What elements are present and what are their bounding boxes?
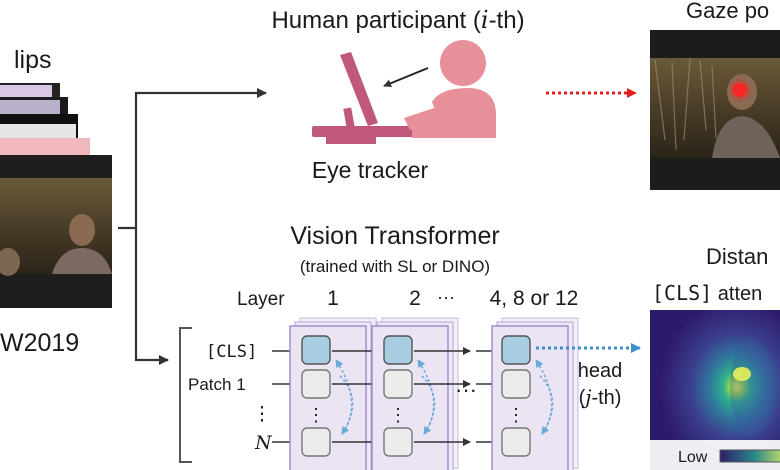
- arrow-to-participant: [118, 88, 267, 230]
- vit-title: Vision Transformer: [290, 222, 499, 250]
- clip-frame: [0, 85, 52, 99]
- patch-token-box: [383, 427, 413, 457]
- token-n-label: N: [254, 432, 273, 454]
- layer-2-block: ⋮: [371, 317, 459, 470]
- patch-token-box: [301, 427, 331, 457]
- token-cls-label: [CLS]: [206, 342, 257, 362]
- token-vdots: ⋮: [389, 405, 407, 425]
- participant-title: Human participant (i-th): [271, 6, 524, 34]
- clip-person-left: [0, 248, 20, 276]
- monitor-icon: [340, 52, 378, 129]
- input-bracket: [179, 327, 192, 463]
- cls-token-box: [501, 335, 531, 365]
- gaze-panel-title: Gaze po: [686, 0, 769, 23]
- legend-low-label: Low: [678, 449, 708, 466]
- grass-strokes: [654, 57, 717, 151]
- token-vdots-label: ⋮: [253, 404, 272, 425]
- mid-dots: ···: [455, 377, 477, 402]
- clips-title: lips: [14, 46, 52, 74]
- head-label: head: [578, 360, 623, 382]
- attention-panel-title: [CLS] atten: [652, 281, 762, 305]
- cls-token-box: [383, 335, 413, 365]
- gaze-boy-body: [712, 116, 780, 158]
- dataset-label: W2019: [0, 329, 79, 357]
- layer-1-block: ⋮: [289, 317, 377, 470]
- attention-arc: [335, 359, 353, 435]
- heatmap-peak: [733, 367, 751, 381]
- gaze-arrow: [383, 67, 429, 88]
- branch-arrows: [118, 88, 267, 365]
- token-patch1-label: Patch 1: [188, 375, 246, 394]
- vit-section: Vision Transformer (trained with SL or D…: [179, 222, 641, 470]
- layer-last-block: ⋮: [491, 317, 579, 470]
- legend-colorbar: [719, 449, 780, 463]
- token-vdots: ⋮: [507, 405, 525, 425]
- vit-subtitle: (trained with SL or DINO): [300, 257, 490, 276]
- layer-2-label: 2: [409, 287, 421, 310]
- patch-token-box: [301, 369, 331, 399]
- clip-boy-body: [52, 248, 112, 274]
- layer-axis-label: Layer: [237, 289, 285, 310]
- heatmap-blob: [730, 338, 774, 438]
- clip-frame: [0, 138, 90, 158]
- patch-token-box: [501, 427, 531, 457]
- patch-token-box: [383, 369, 413, 399]
- attention-panel: [CLS] atten Low: [650, 281, 780, 470]
- arrow-to-vit: [134, 228, 169, 365]
- eye-tracker-label: Eye tracker: [312, 157, 429, 183]
- clip-frame: [0, 100, 60, 115]
- attention-arc: [535, 359, 553, 435]
- clip-frame: [0, 124, 76, 140]
- participant-section: Human participant (i-th) Eye tracker: [271, 6, 524, 183]
- gaze-point-halo: [729, 79, 751, 101]
- token-vdots: ⋮: [307, 405, 325, 425]
- cls-token-box: [301, 335, 331, 365]
- layer-last-label: 4, 8 or 12: [490, 287, 579, 310]
- person-icon: [404, 40, 496, 138]
- eye-tracker-icon: [312, 126, 440, 144]
- patch-token-box: [501, 369, 531, 399]
- layer-1-label: 1: [327, 287, 339, 310]
- attention-arc: [417, 359, 435, 435]
- layer-dots-label: ···: [437, 287, 455, 307]
- video-clip-stack: lips W2019: [0, 46, 112, 357]
- gaze-panel: Gaze po: [650, 0, 780, 190]
- distance-label: Distan: [706, 244, 768, 269]
- gaze-point-marker: [733, 83, 747, 97]
- clip-boy-head: [69, 214, 95, 246]
- head-index-label: (j-th): [579, 385, 622, 409]
